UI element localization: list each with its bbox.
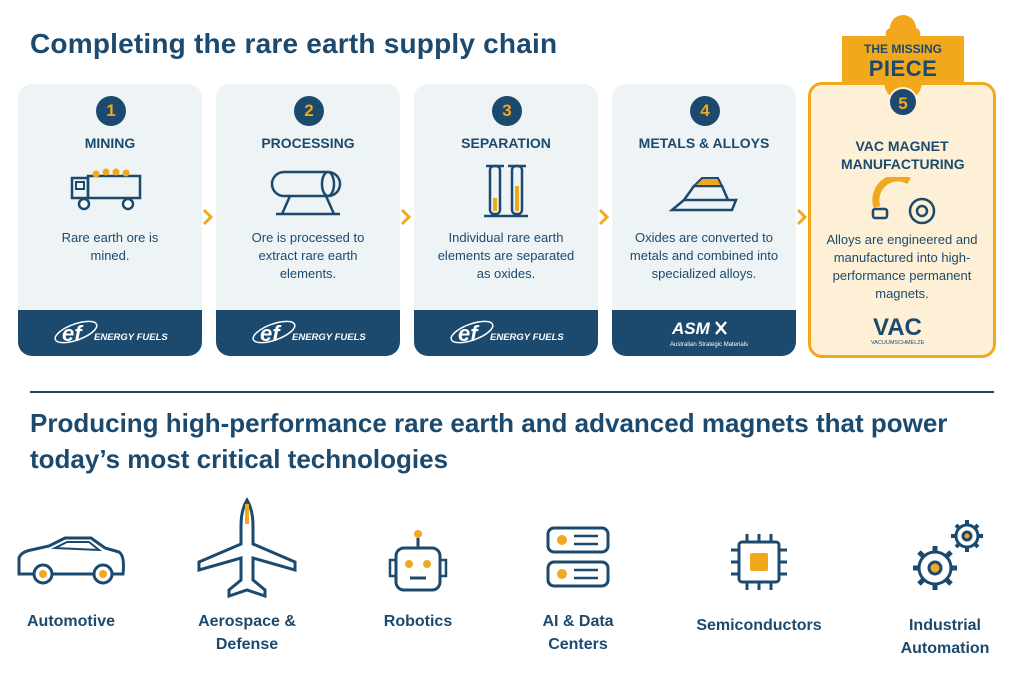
missing-piece-line1: THE MISSING [863,42,942,56]
svg-text:VAC: VAC [873,314,922,341]
step-number: 3 [492,96,522,126]
vac-logo: VAC VACUUMSCHMELZE [871,314,925,346]
application-label: Industrial Automation [900,617,990,657]
server-icon [546,526,610,588]
chip-icon [731,534,787,590]
page-title: Completing the rare earth supply chain [30,28,558,59]
application-label: Automotive [27,613,115,630]
energy-fuels-logo: ef ENERGY FUELS [414,310,598,356]
application-label: Robotics [383,613,453,630]
robot-icon [388,530,448,592]
truck-icon [70,168,142,211]
step-card-metals-alloys: 4 METALS & ALLOYS Oxides are converted t… [612,84,796,356]
svg-text:ENERGY FUELS: ENERGY FUELS [292,332,366,343]
gears-icon [913,520,983,590]
step-description: Alloys are engineered and manufactured i… [826,232,978,301]
step-description: Individual rare earth elements are separ… [437,230,575,281]
chevron-right-icon [796,208,808,226]
step-number: 4 [690,96,720,126]
step-number: 5 [888,87,918,117]
energy-fuels-logo: ef ENERGY FUELS [216,310,400,356]
section-divider [30,391,994,393]
svg-text:ef: ef [62,321,84,346]
step-card-mining: 1 MINING Rare earth ore is mined. ef ENE… [18,84,202,356]
application-automotive: Automotive [14,496,128,630]
application-label: Aerospace & Defense [198,613,296,653]
energy-fuels-logo: ef ENERGY FUELS [18,310,202,356]
step-heading: SEPARATION [461,135,551,151]
step-description: Oxides are converted to metals and combi… [629,230,779,281]
application-label: Semiconductors [696,617,822,634]
svg-text:ENERGY FUELS: ENERGY FUELS [94,332,168,343]
svg-text:VACUUMSCHMELZE: VACUUMSCHMELZE [871,340,925,346]
application-aerospace-defense: Aerospace & Defense [188,496,306,653]
svg-text:ASM: ASM [671,319,711,338]
missing-piece-line2: PIECE [868,56,938,81]
puzzle-piece-icon [842,15,964,100]
asm-logo: ASM Australian Strategic Materials [612,310,796,356]
step-description: Ore is processed to extract rare earth e… [251,230,365,281]
application-robotics: Robotics [370,496,466,630]
chevron-right-icon [400,208,412,226]
step-heading: MINING [84,135,136,151]
step-number: 1 [96,96,126,126]
step-number: 2 [294,96,324,126]
step-card-separation: 3 SEPARATION Individual rare earth eleme… [414,84,598,356]
metal-bars-icon [668,177,738,212]
test-tubes-icon [484,164,528,218]
step-card-processing: 2 PROCESSING Ore is processed to extract… [216,84,400,356]
step-card-vac-magnet-manufacturing: VAC MAGNET MANUFACTURING Alloys are engi… [808,82,996,358]
application-semiconductors: Semiconductors [684,496,834,634]
chevron-right-icon [202,208,214,226]
application-label: AI & Data Centers [542,613,614,653]
missing-piece-badge: THE MISSING PIECE 5 [832,0,974,117]
car-icon [17,536,125,585]
svg-text:ef: ef [458,321,480,346]
step-heading: VAC MAGNET MANUFACTURING [841,138,965,172]
svg-text:ef: ef [260,321,282,346]
section-title: Producing high-performance rare earth an… [30,408,948,474]
step-heading: METALS & ALLOYS [638,135,770,151]
svg-text:Australian Strategic Materials: Australian Strategic Materials [670,342,748,348]
svg-text:ENERGY FUELS: ENERGY FUELS [490,332,564,343]
chevron-right-icon [598,208,610,226]
application-ai-data-centers: AI & Data Centers [522,496,634,653]
processing-tank-icon [270,170,342,216]
airplane-icon [197,497,297,599]
magnet-icon [871,177,936,225]
step-description: Rare earth ore is mined. [61,230,159,263]
application-industrial-automation: Industrial Automation [884,496,1006,657]
step-heading: PROCESSING [261,135,355,151]
